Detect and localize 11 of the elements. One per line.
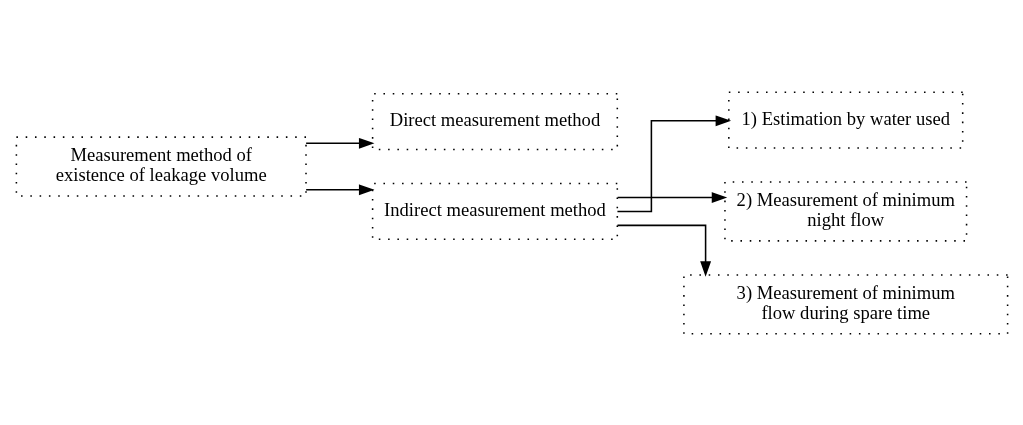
node-box: Direct measurement method: [371, 92, 618, 150]
arrow: [616, 191, 727, 203]
arrow: [304, 183, 374, 195]
arrow: [304, 137, 374, 149]
node-box: 2) Measurement of minimum night flow: [723, 180, 967, 242]
node-box: 3) Measurement of minimum flow during spare time: [682, 273, 1008, 335]
node-box: 1) Estimation by water used: [727, 90, 963, 149]
arrow: [616, 114, 731, 212]
node-box: Indirect measurement method: [371, 182, 618, 240]
node-box: Measurement method of existence of leakage volume: [15, 135, 307, 197]
arrow: [616, 224, 711, 277]
